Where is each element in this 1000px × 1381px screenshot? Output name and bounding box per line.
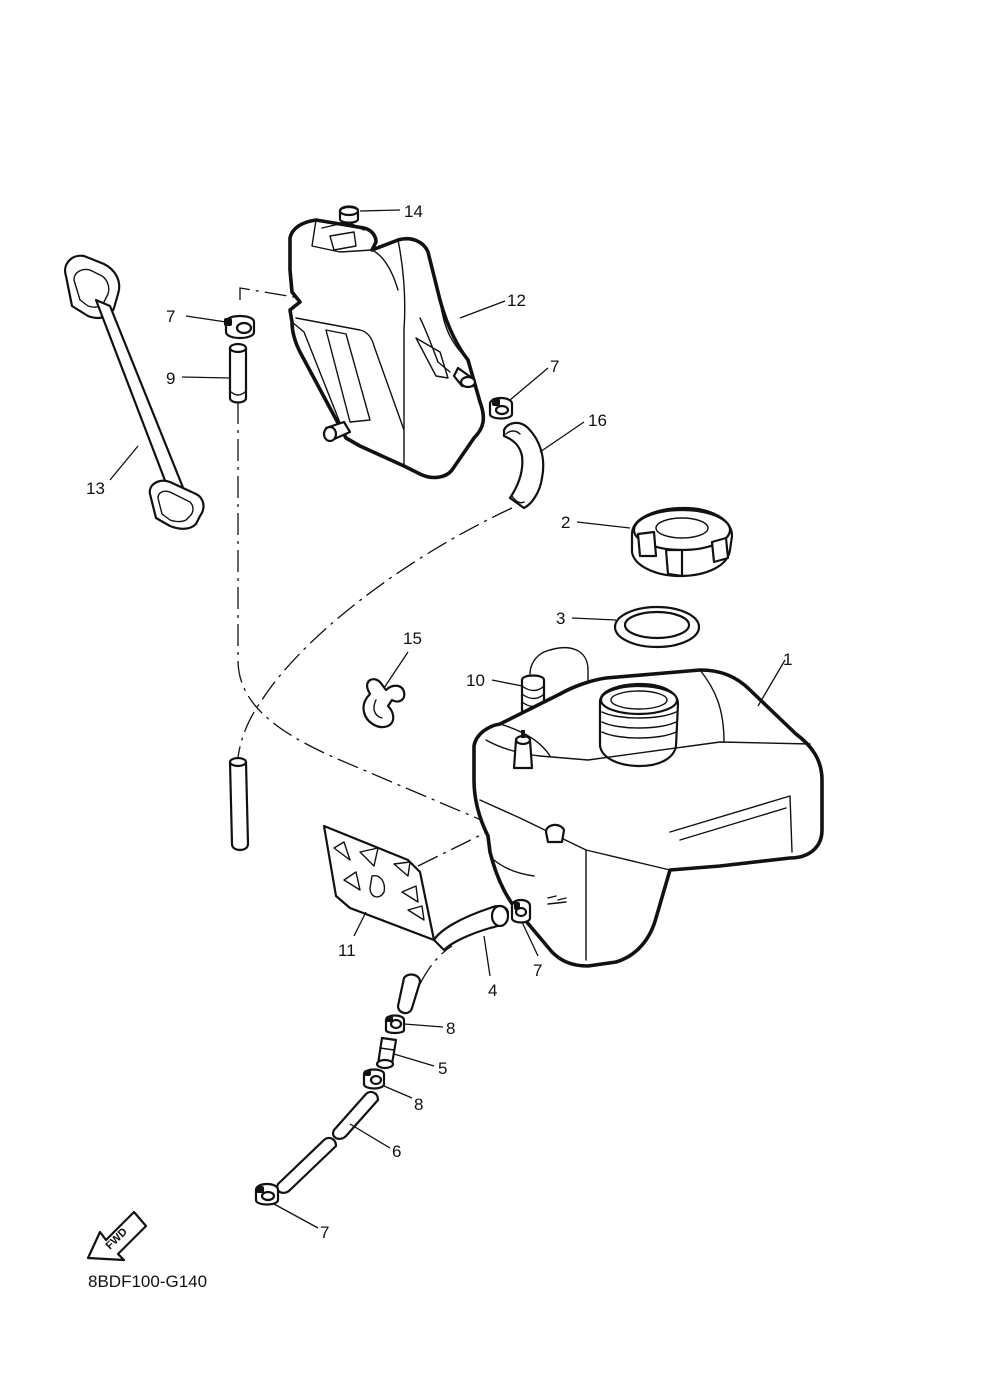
part-6-hose[interactable] — [276, 1090, 380, 1194]
part-15-band-clip[interactable] — [362, 678, 406, 729]
callout-4: 4 — [488, 981, 497, 1000]
part-9-hose-lower[interactable] — [228, 756, 250, 852]
callout-16: 16 — [588, 411, 607, 430]
callout-10: 10 — [466, 671, 485, 690]
part-16-bent-hose[interactable] — [502, 421, 545, 510]
callout-15: 15 — [403, 629, 422, 648]
part-13-strap[interactable] — [64, 254, 205, 530]
callout-7-bottom: 7 — [320, 1223, 329, 1242]
callout-3: 3 — [556, 609, 565, 628]
callout-9: 9 — [166, 369, 175, 388]
part-3-gasket[interactable] — [613, 605, 701, 649]
part-11-protector-plate[interactable] — [322, 824, 436, 942]
part-8-clip-lower[interactable] — [362, 1068, 386, 1090]
callout-7-upper-right: 7 — [550, 357, 559, 376]
part-7-clip-upper-left[interactable] — [224, 314, 256, 340]
callout-7-lower-right: 7 — [533, 961, 542, 980]
callout-labels: 14 12 7 9 7 16 13 2 3 15 10 1 11 4 7 8 5… — [86, 202, 792, 1242]
part-7-clip-upper-right[interactable] — [488, 396, 514, 420]
part-7-clip-bottom[interactable] — [254, 1182, 280, 1206]
callout-1: 1 — [783, 650, 792, 669]
part-7-clip-lower-right[interactable] — [510, 898, 532, 924]
diagram-code: 8BDF100-G140 — [88, 1272, 207, 1291]
part-4-hose[interactable] — [432, 904, 510, 952]
callout-8-lower: 8 — [414, 1095, 423, 1114]
leader-lines — [109, 209, 786, 1229]
callout-13: 13 — [86, 479, 105, 498]
part-5-fitting[interactable] — [375, 1036, 398, 1070]
callout-14: 14 — [404, 202, 423, 221]
part-1-fuel-tank[interactable] — [472, 668, 824, 968]
callout-5: 5 — [438, 1059, 447, 1078]
part-2-fuel-cap[interactable] — [630, 506, 734, 578]
callout-12: 12 — [507, 291, 526, 310]
callout-8-upper: 8 — [446, 1019, 455, 1038]
callout-2: 2 — [561, 513, 570, 532]
part-9-hose[interactable] — [228, 342, 248, 404]
assembly-guide-lines — [236, 287, 561, 985]
callout-11: 11 — [338, 941, 356, 960]
part-12-reservoir-tank[interactable] — [288, 218, 486, 480]
callout-6: 6 — [392, 1142, 401, 1161]
part-8-clip-upper[interactable] — [384, 1014, 406, 1035]
fwd-arrow-icon: FWD — [86, 1210, 148, 1262]
part-4-hose-end[interactable] — [396, 973, 422, 1015]
callout-7-upper-left: 7 — [166, 307, 175, 326]
part-14-cap[interactable] — [338, 205, 360, 224]
